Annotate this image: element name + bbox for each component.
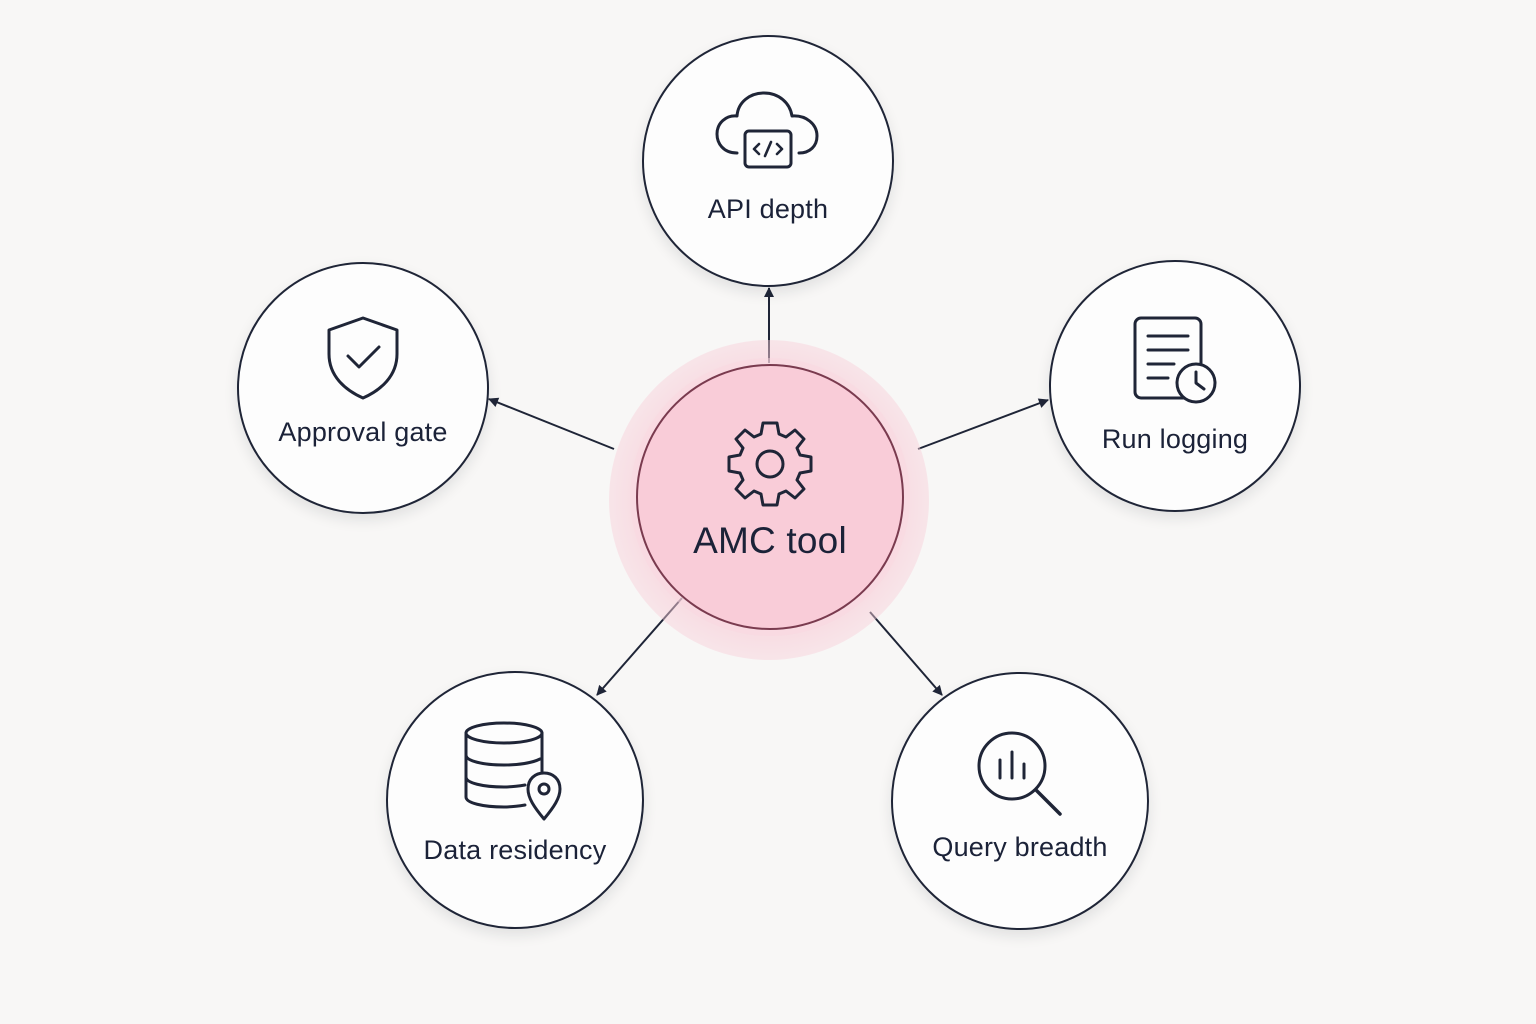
- node-approval-gate[interactable]: Approval gate: [237, 262, 489, 514]
- node-label: Query breadth: [932, 832, 1108, 862]
- node-run-logging[interactable]: Run logging: [1049, 260, 1301, 512]
- node-query-breadth[interactable]: Query breadth: [891, 672, 1149, 930]
- gear-icon: [727, 421, 813, 507]
- document-clock-icon: [1133, 316, 1217, 404]
- center-node-amc-tool[interactable]: AMC tool: [636, 364, 904, 630]
- node-data-residency[interactable]: Data residency: [386, 671, 644, 929]
- center-label: AMC tool: [693, 520, 847, 561]
- node-label: Approval gate: [278, 417, 448, 447]
- node-label: API depth: [707, 194, 829, 224]
- cloud-code-icon: [715, 91, 819, 169]
- arrow-to-query-breadth: [869, 611, 943, 696]
- node-api-depth[interactable]: API depth: [642, 35, 894, 287]
- node-label: Data residency: [423, 835, 607, 865]
- shield-check-icon: [327, 316, 399, 400]
- database-location-icon: [464, 721, 562, 821]
- arrow-to-approval-gate: [488, 397, 615, 450]
- node-label: Run logging: [1101, 424, 1249, 454]
- arrow-to-run-logging: [917, 398, 1049, 450]
- magnifier-chart-icon: [977, 731, 1062, 816]
